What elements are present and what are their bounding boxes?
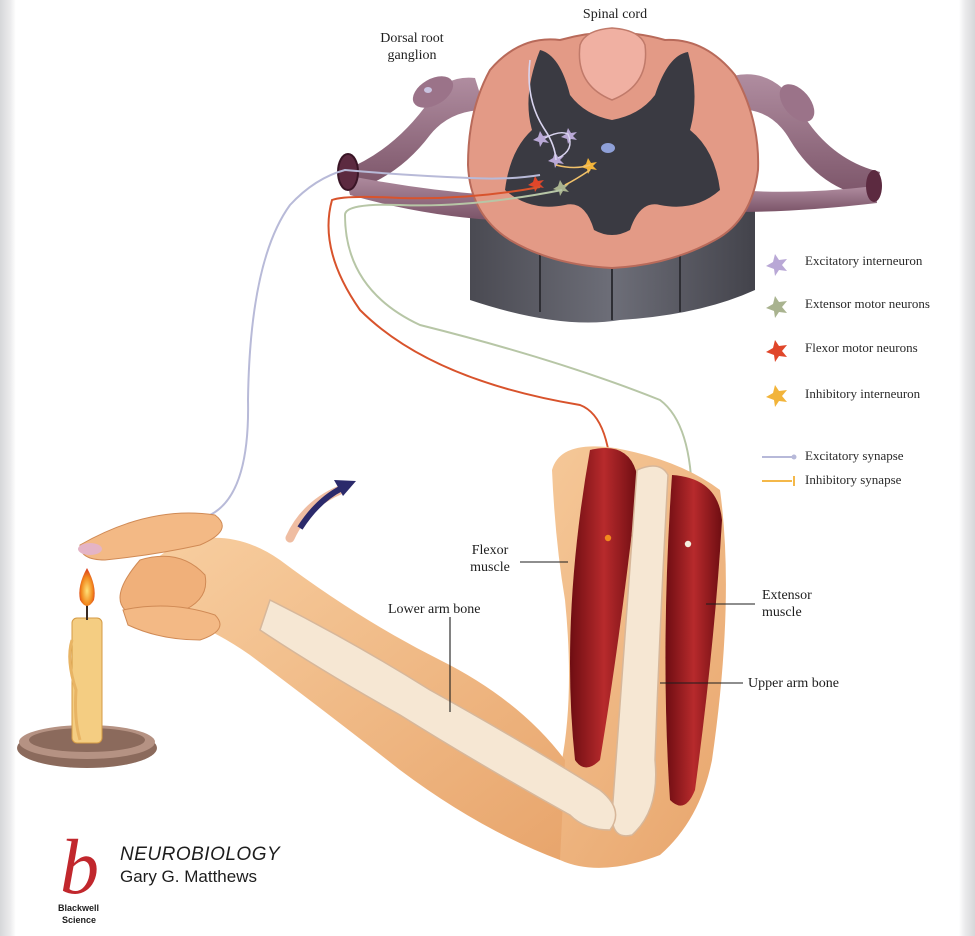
publisher-name-line1: Blackwell	[58, 903, 99, 913]
legend-excitatory-interneuron: Excitatory interneuron	[805, 253, 922, 269]
flexor-muscle-label: Flexor muscle	[450, 542, 530, 576]
book-title: NEUROBIOLOGY	[120, 844, 280, 866]
legend-inhibitory-synapse: Inhibitory synapse	[805, 472, 901, 488]
legend-extensor-motor-neurons: Extensor motor neurons	[805, 296, 930, 312]
extensor-muscle-label: Extensor muscle	[762, 587, 852, 621]
dorsal-root-ganglion-label: Dorsal root ganglion	[352, 30, 472, 64]
legend-symbols	[762, 254, 797, 486]
legend-flexor-motor-neurons: Flexor motor neurons	[805, 340, 918, 356]
movement-arrow	[290, 480, 356, 538]
spinal-cord-label: Spinal cord	[560, 6, 670, 23]
upper-arm-bone-label: Upper arm bone	[748, 675, 878, 692]
legend-excitatory-synapse: Excitatory synapse	[805, 448, 904, 464]
lower-arm-bone-label: Lower arm bone	[388, 601, 518, 618]
flame	[79, 568, 94, 606]
arm	[78, 446, 726, 868]
legend-inhibitory-interneuron: Inhibitory interneuron	[805, 386, 920, 402]
book-author: Gary G. Matthews	[120, 867, 257, 887]
blackwell-logo: b	[60, 828, 99, 906]
publisher-name-line2: Science	[62, 915, 96, 925]
fingertip	[78, 543, 102, 555]
